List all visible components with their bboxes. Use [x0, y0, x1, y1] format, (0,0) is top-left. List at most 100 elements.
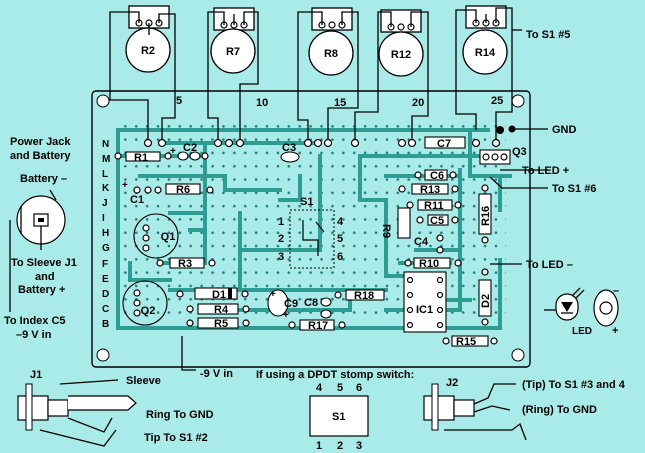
led-minus-sign: – — [613, 285, 619, 297]
power-jack-symbol — [9, 189, 66, 312]
row-letter: N — [102, 139, 109, 150]
label-power-jack-1: Power Jack — [10, 136, 71, 148]
label-minus9v: -9 V in — [200, 368, 233, 380]
component-label: D2 — [480, 294, 492, 308]
dpdt-pin: 5 — [337, 382, 343, 394]
component-label: R16 — [480, 206, 492, 226]
column-number: 20 — [412, 97, 424, 109]
dpdt-pin: 6 — [356, 382, 362, 394]
component-label: C2 — [183, 142, 197, 154]
switch-pin: 2 — [278, 233, 284, 245]
label-dpdt-note: If using a DPDT stomp switch: — [256, 369, 414, 381]
row-letters: N M L K J I H G F E D C B — [102, 139, 110, 330]
component-label: R10 — [419, 258, 439, 270]
component-label: R5 — [214, 318, 228, 330]
component-c8: C8 — [304, 297, 332, 319]
svg-text:+: + — [122, 180, 128, 191]
mounting-hole — [96, 94, 110, 108]
component-d1: D1 — [176, 287, 249, 301]
mounting-hole — [96, 348, 110, 362]
dpdt-pin: 1 — [316, 440, 322, 452]
component-r4: R4 — [186, 303, 250, 316]
component-label: R17 — [308, 320, 328, 332]
column-numbers: 5 10 15 20 25 — [176, 95, 503, 109]
dpdt-pin: 3 — [356, 440, 362, 452]
component-q2: Q2 — [122, 280, 168, 326]
component-r1: R1 — [114, 151, 172, 164]
component-label: C7 — [437, 138, 451, 150]
led-symbol: LED – + — [544, 285, 619, 337]
component-label: R11 — [424, 200, 444, 212]
label-tip-s1-34: (Tip) To S1 #3 and 4 — [522, 379, 626, 391]
component-label: C6 — [430, 170, 444, 182]
component-r15: R15 — [442, 335, 498, 348]
label-to-sleeve-2: and — [35, 271, 55, 283]
component-label: R9 — [380, 224, 392, 238]
component-label: Q1 — [161, 231, 176, 243]
label-sleeve: Sleeve — [126, 375, 161, 387]
switch-pin: 6 — [337, 251, 343, 263]
pot-label: R2 — [141, 45, 155, 57]
component-r6: R6 — [165, 183, 214, 196]
board-switch-s1: S1 1 2 3 4 5 6 — [278, 196, 344, 269]
column-number: 25 — [491, 95, 503, 107]
component-c1: + C1 — [122, 180, 162, 206]
mounting-hole — [511, 348, 525, 362]
potentiometer-r8: R8 — [308, 7, 354, 76]
label-to-sleeve-3: Battery + — [18, 284, 65, 296]
component-r18: R18 — [334, 289, 385, 302]
row-letter: D — [102, 289, 109, 300]
component-ic1: IC1 — [403, 271, 447, 333]
potentiometer-r2: R2 — [125, 5, 171, 73]
pot-label: R8 — [324, 48, 338, 60]
column-number: 5 — [176, 95, 182, 107]
switch-title: S1 — [300, 196, 313, 208]
label-tip-s1-2: Tip To S1 #2 — [144, 432, 208, 444]
pot-wires — [109, 7, 513, 143]
component-label: R4 — [214, 304, 229, 316]
component-r9: R9 — [380, 207, 411, 239]
svg-text:+: + — [270, 289, 276, 300]
row-letter: H — [102, 228, 109, 239]
pot-label: R12 — [391, 49, 411, 61]
switch-pin: 4 — [337, 216, 344, 228]
component-label: R13 — [420, 184, 440, 196]
row-letter: L — [102, 169, 108, 180]
component-c6: C6 — [414, 169, 457, 182]
component-label: R15 — [456, 336, 476, 348]
led-plus-sign: + — [612, 325, 618, 337]
component-label: Q2 — [141, 305, 156, 317]
pot-label: R14 — [475, 47, 496, 59]
component-r13: R13 — [398, 183, 459, 196]
dpdt-pin: 4 — [316, 382, 323, 394]
component-label: IC1 — [416, 304, 433, 316]
component-r16: R16 — [478, 184, 492, 244]
label-to-s1-6: To S1 #6 — [552, 183, 596, 195]
potentiometer-r14: R14 — [462, 5, 508, 75]
component-label: Q3 — [512, 146, 527, 158]
component-r17: R17 — [288, 319, 346, 332]
component-r5: R5 — [186, 317, 250, 330]
row-letter: G — [102, 243, 110, 254]
potentiometer-r7: R7 — [210, 7, 256, 74]
label-power-jack-2: and Battery — [10, 150, 71, 162]
column-number: 15 — [334, 97, 346, 109]
dpdt-label: S1 — [332, 411, 345, 423]
row-letter: C — [102, 304, 109, 315]
label-to-sleeve-1: To Sleeve J1 — [11, 257, 77, 269]
component-c5: C5 — [416, 214, 459, 227]
row-letter: F — [102, 259, 108, 270]
label-ring-gnd-j2: (Ring) To GND — [522, 404, 597, 416]
svg-text:+: + — [170, 146, 176, 157]
component-label: D1 — [212, 289, 226, 301]
component-r3: R3 — [156, 257, 216, 270]
pot-label: R7 — [226, 46, 240, 58]
component-c9: C9 + + — [267, 289, 298, 321]
component-label: C3 — [282, 142, 296, 154]
component-q1: Q1 — [133, 213, 179, 259]
component-c3: C3 — [280, 142, 300, 163]
component-label: C9 — [284, 298, 298, 310]
label-to-led-plus: To LED + — [522, 165, 569, 177]
component-q3: Q3 — [479, 146, 527, 165]
